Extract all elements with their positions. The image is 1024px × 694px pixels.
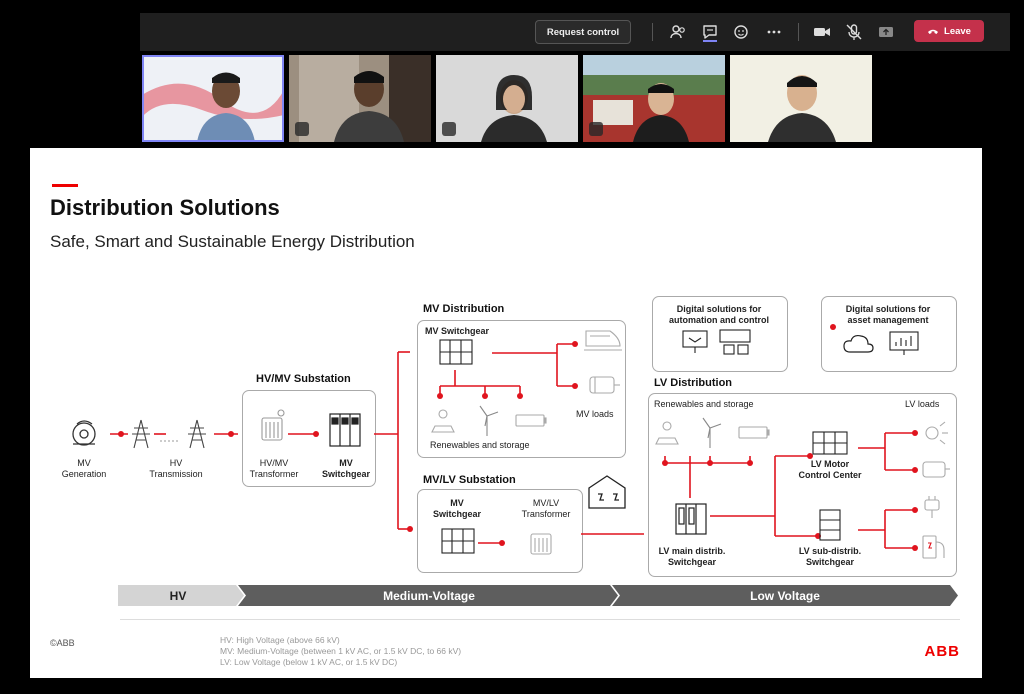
mic-off-icon [295, 122, 309, 136]
request-control-button[interactable]: Request control [535, 20, 631, 44]
battery-icon [738, 426, 770, 439]
footer-divider [120, 619, 960, 620]
participant-video [289, 55, 431, 142]
reactions-icon[interactable] [732, 22, 752, 42]
lv-distribution-title: LV Distribution [654, 377, 733, 389]
participant-tile[interactable] [436, 55, 578, 142]
leave-label: Leave [944, 25, 971, 37]
ev-charger-icon [922, 535, 945, 559]
switchgear-icon [439, 339, 473, 365]
turbine-icon [72, 420, 96, 446]
toolbar-divider [652, 23, 653, 41]
switchgear-icon [329, 413, 361, 447]
transformer-icon [530, 533, 552, 555]
footnote-hv: HV: High Voltage (above 66 kV) [220, 635, 340, 645]
mic-off-icon [589, 122, 603, 136]
mvlv-transformer-label: MV/LV Transformer [521, 498, 571, 519]
mv-switchgear-dist-label: MV Switchgear [425, 326, 490, 336]
footnote-mv: MV: Medium-Voltage (between 1 kV AC, or … [220, 646, 462, 656]
wind-turbine-icon [479, 405, 499, 436]
control-desk-icon [719, 329, 751, 355]
analytics-monitor-icon [889, 331, 919, 355]
shared-slide: Distribution Solutions Safe, Smart and S… [30, 148, 982, 678]
participant-tile[interactable] [583, 55, 725, 142]
participant-video [142, 72, 284, 142]
hv-transmission-label: HV Transmission [149, 458, 203, 479]
hvmv-substation-box [242, 390, 376, 487]
substation-kiosk-icon [588, 475, 626, 509]
digital-automation-label: Digital solutions for automation and con… [669, 304, 769, 325]
lv-motor-control-label: LV Motor Control Center [798, 459, 862, 480]
plug-icon [924, 496, 940, 518]
band-hv: HV [169, 588, 187, 603]
phone-icon [928, 29, 939, 34]
participant-tile[interactable] [289, 55, 431, 142]
share-icon[interactable] [876, 22, 896, 42]
mv-distribution-box [417, 320, 626, 458]
participant-video [730, 55, 872, 142]
mv-distribution-title: MV Distribution [423, 303, 505, 315]
solar-icon [655, 421, 679, 445]
mvlv-substation-title: MV/LV Substation [423, 474, 516, 486]
participant-video [436, 55, 578, 142]
digital-asset-box [821, 296, 957, 372]
camera-icon[interactable] [812, 22, 832, 42]
mvlv-substation-box [417, 489, 583, 573]
train-icon [584, 330, 622, 351]
battery-icon [515, 414, 547, 427]
lv-renewables-label: Renewables and storage [654, 399, 754, 409]
transformer-icon [261, 409, 285, 441]
cloud-icon [843, 334, 874, 353]
mv-loads-label: MV loads [576, 409, 614, 419]
flow-diagram-lines [72, 324, 950, 559]
leave-button[interactable]: Leave [914, 20, 984, 42]
copyright: ©ABB [50, 638, 75, 648]
motor-control-center-icon [812, 431, 848, 455]
band-lv: Low Voltage [750, 588, 820, 603]
lv-distribution-box [648, 393, 957, 577]
video-gallery [142, 55, 892, 142]
mic-off-icon[interactable] [844, 22, 864, 42]
slide-subtitle: Safe, Smart and Sustainable Energy Distr… [50, 232, 415, 251]
switchgear-icon [819, 509, 841, 541]
toolbar-divider [798, 23, 799, 41]
lamp-icon [925, 421, 948, 445]
mv-renewables-label: Renewables and storage [430, 440, 530, 450]
title-accent-bar [52, 184, 78, 187]
participant-tile[interactable] [730, 55, 872, 142]
footnote-lv: LV: Low Voltage (below 1 kV AC, or 1.5 k… [220, 657, 398, 667]
slide-title: Distribution Solutions [50, 195, 280, 220]
chat-icon[interactable] [700, 22, 720, 42]
switchgear-icon [441, 528, 475, 554]
meeting-toolbar: Request control Leave [140, 13, 1010, 51]
voltage-band-arrows [118, 585, 958, 606]
mv-switchgear-label: MV Switchgear [321, 458, 370, 479]
abb-logo: ABB [924, 643, 960, 660]
hvmv-substation-title: HV/MV Substation [256, 373, 351, 385]
motor-icon [589, 376, 620, 394]
hvmv-transformer-label: HV/MV Transformer [249, 458, 299, 479]
digital-asset-label: Digital solutions for asset management [845, 304, 931, 325]
participant-video [583, 55, 725, 142]
people-icon[interactable] [668, 22, 688, 42]
solar-icon [431, 409, 455, 433]
participant-tile[interactable] [142, 55, 284, 142]
lv-main-switchgear-label: LV main distrib. Switchgear [658, 546, 726, 567]
network-monitor-icon [682, 330, 708, 353]
motor-icon [922, 461, 950, 478]
lv-sub-switchgear-label: LV sub-distrib. Switchgear [798, 546, 862, 567]
band-mv: Medium-Voltage [383, 588, 475, 603]
mic-off-icon [442, 122, 456, 136]
wind-turbine-icon [702, 417, 722, 448]
mv-generation-label: MV Generation [61, 458, 107, 479]
transmission-tower-icon [132, 419, 206, 449]
mvlv-mv-switchgear-label: MV Switchgear [432, 498, 481, 519]
lv-loads-label: LV loads [905, 399, 940, 409]
switchgear-icon [675, 503, 707, 535]
more-icon[interactable] [764, 22, 784, 42]
